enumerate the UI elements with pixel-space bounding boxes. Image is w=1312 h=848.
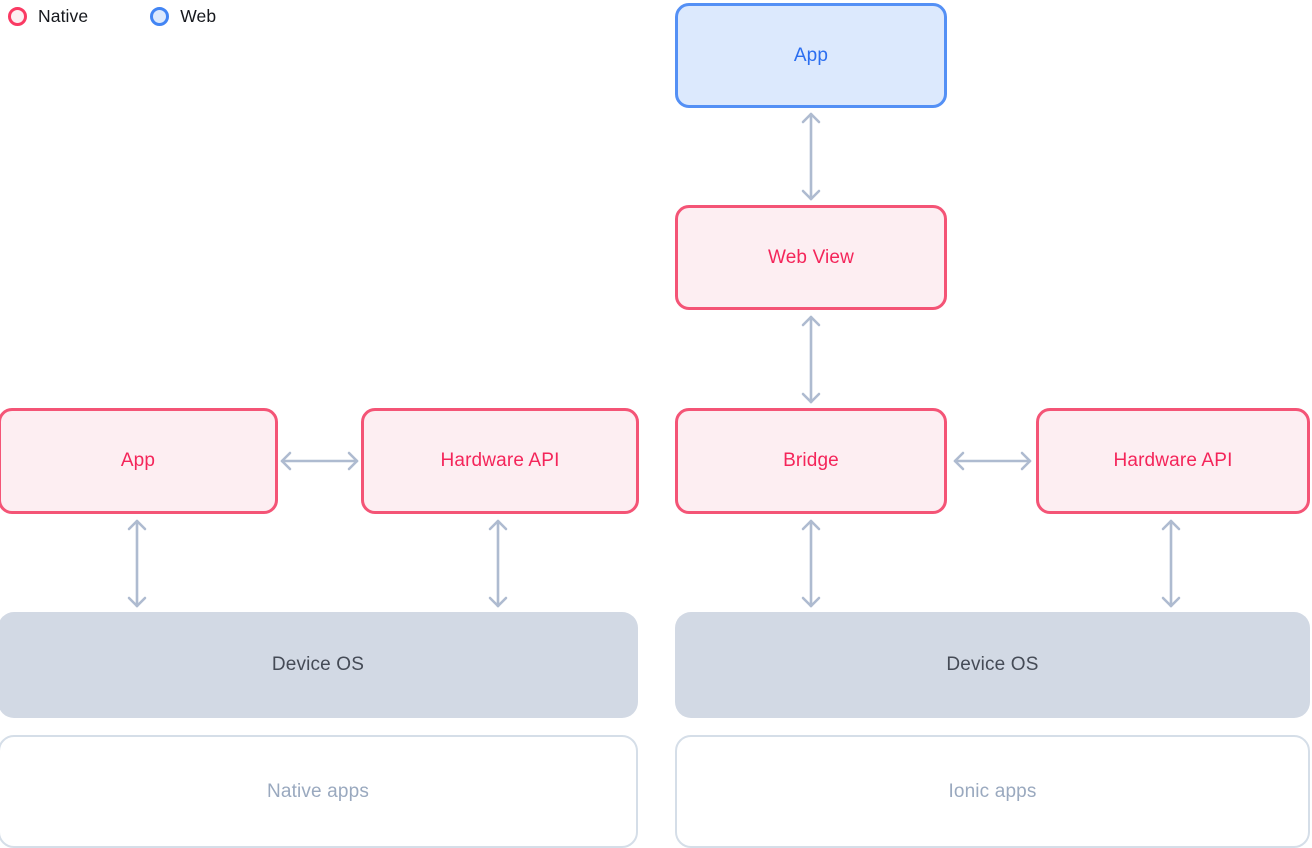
node-web-view[interactable]: Web View [675, 205, 947, 310]
node-device-os-native[interactable]: Device OS [0, 612, 638, 718]
node-app-native[interactable]: App [0, 408, 278, 514]
node-device-os-ionic[interactable]: Device OS [675, 612, 1310, 718]
arrow-hardware-api-to-device-os-right [1161, 519, 1181, 608]
node-hardware-api-native[interactable]: Hardware API [361, 408, 639, 514]
legend-label-web: Web [180, 5, 217, 26]
arrow-bridge-to-hardware-api [953, 451, 1032, 471]
caption-ionic-apps: Ionic apps [675, 735, 1310, 848]
node-bridge[interactable]: Bridge [675, 408, 947, 514]
circle-outline-icon-native [8, 6, 27, 26]
arrow-app-to-hardware-api [280, 451, 359, 471]
node-hardware-api-ionic[interactable]: Hardware API [1036, 408, 1310, 514]
legend-label-native: Native [38, 5, 89, 26]
circle-outline-icon-web [150, 6, 170, 26]
arrow-app-to-device-os-left [127, 519, 147, 608]
legend-item-web: Web [150, 0, 216, 32]
arrow-hardware-api-to-device-os-left [488, 519, 508, 608]
arrow-app-to-webview [801, 112, 821, 201]
arrow-bridge-to-device-os [801, 519, 821, 608]
caption-native-apps: Native apps [0, 735, 638, 848]
node-app-ionic[interactable]: App [675, 3, 947, 108]
legend: Native Web [0, 0, 216, 32]
legend-item-native: Native [8, 0, 88, 32]
arrow-webview-to-bridge [801, 315, 821, 404]
